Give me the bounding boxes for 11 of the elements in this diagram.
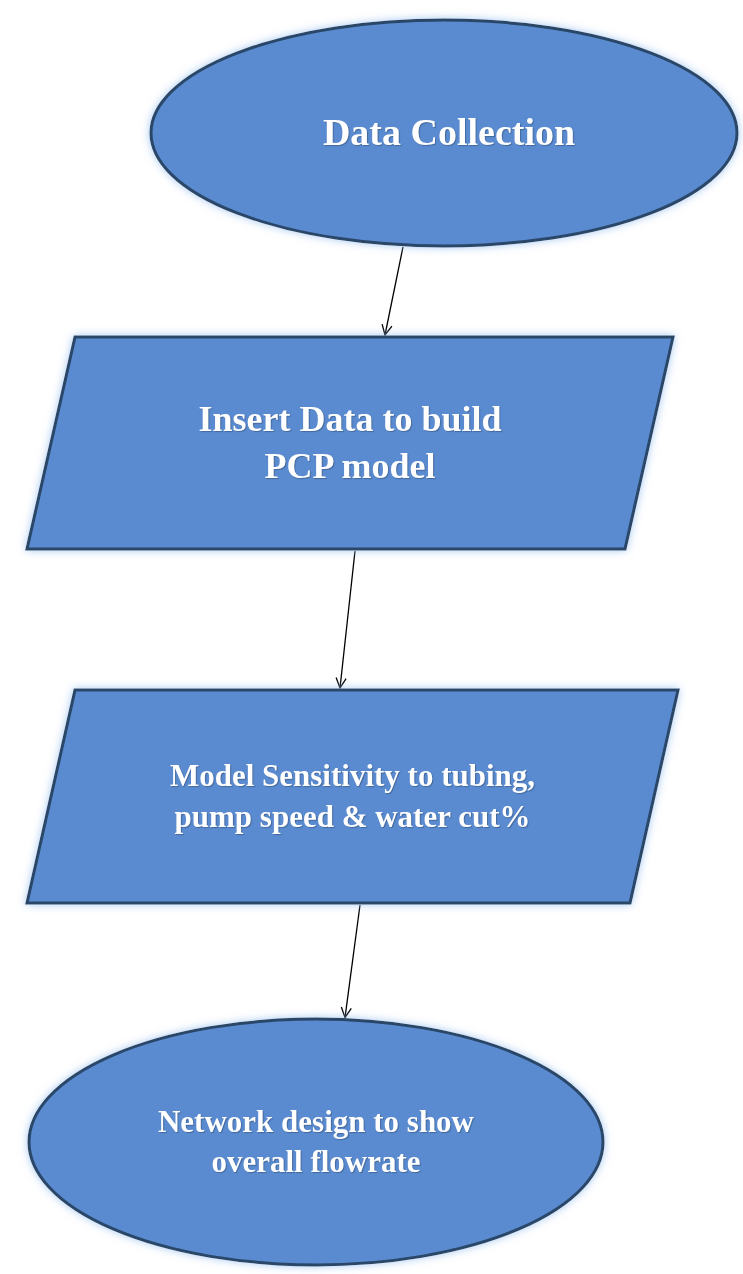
- terminal-ellipse: [149, 18, 739, 248]
- arrow: [340, 904, 361, 1019]
- step-label: Model Sensitivity to tubing, pump speed & water cut%: [168, 757, 537, 836]
- step-label: Insert Data to build PCP model: [197, 398, 503, 488]
- data-parallelogram: [25, 335, 675, 551]
- data-parallelogram: [25, 688, 680, 905]
- step-label: Data Collection: [321, 110, 576, 156]
- terminal-ellipse: [27, 1017, 605, 1267]
- step-label: Network design to show overall flowrate: [156, 1102, 475, 1181]
- arrow: [381, 246, 404, 336]
- arrow: [335, 550, 356, 689]
